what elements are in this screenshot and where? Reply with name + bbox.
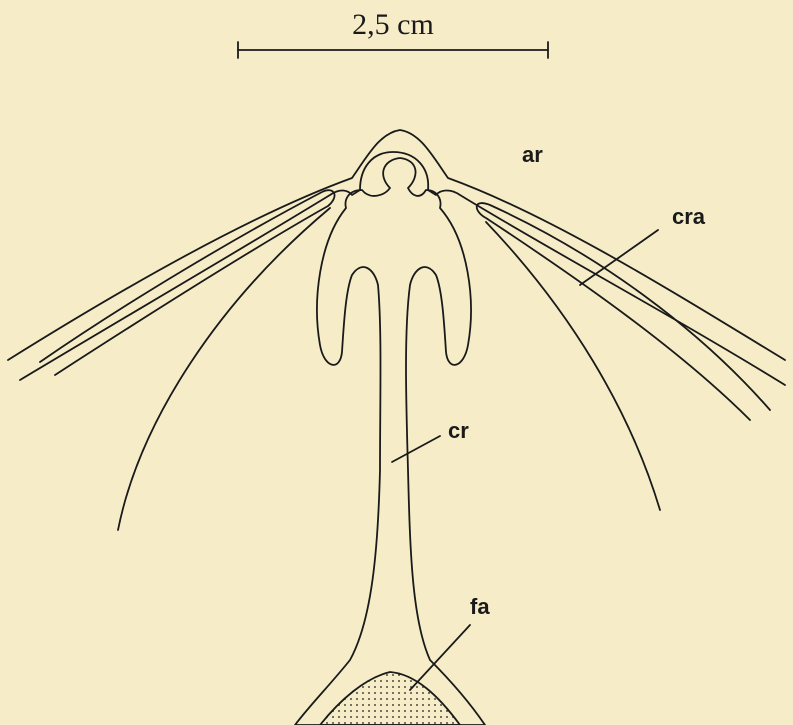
- leader-line-cr: [392, 436, 440, 462]
- label-ar: ar: [522, 142, 543, 167]
- leader-line-fa: [410, 625, 470, 690]
- right-arm-outline: [477, 203, 770, 420]
- scale-bar-label: 2,5 cm: [352, 8, 434, 41]
- outer-arch-outline: [8, 130, 785, 360]
- label-cr: cr: [448, 418, 469, 443]
- scale-bar: 2,5 cm: [238, 8, 548, 58]
- label-fa: fa: [470, 594, 490, 619]
- left-curved-line: [118, 208, 330, 530]
- label-cra: cra: [672, 204, 706, 229]
- stippled-region-fa: [320, 672, 460, 725]
- right-curved-line: [486, 222, 660, 510]
- left-arm-outline: [40, 190, 335, 375]
